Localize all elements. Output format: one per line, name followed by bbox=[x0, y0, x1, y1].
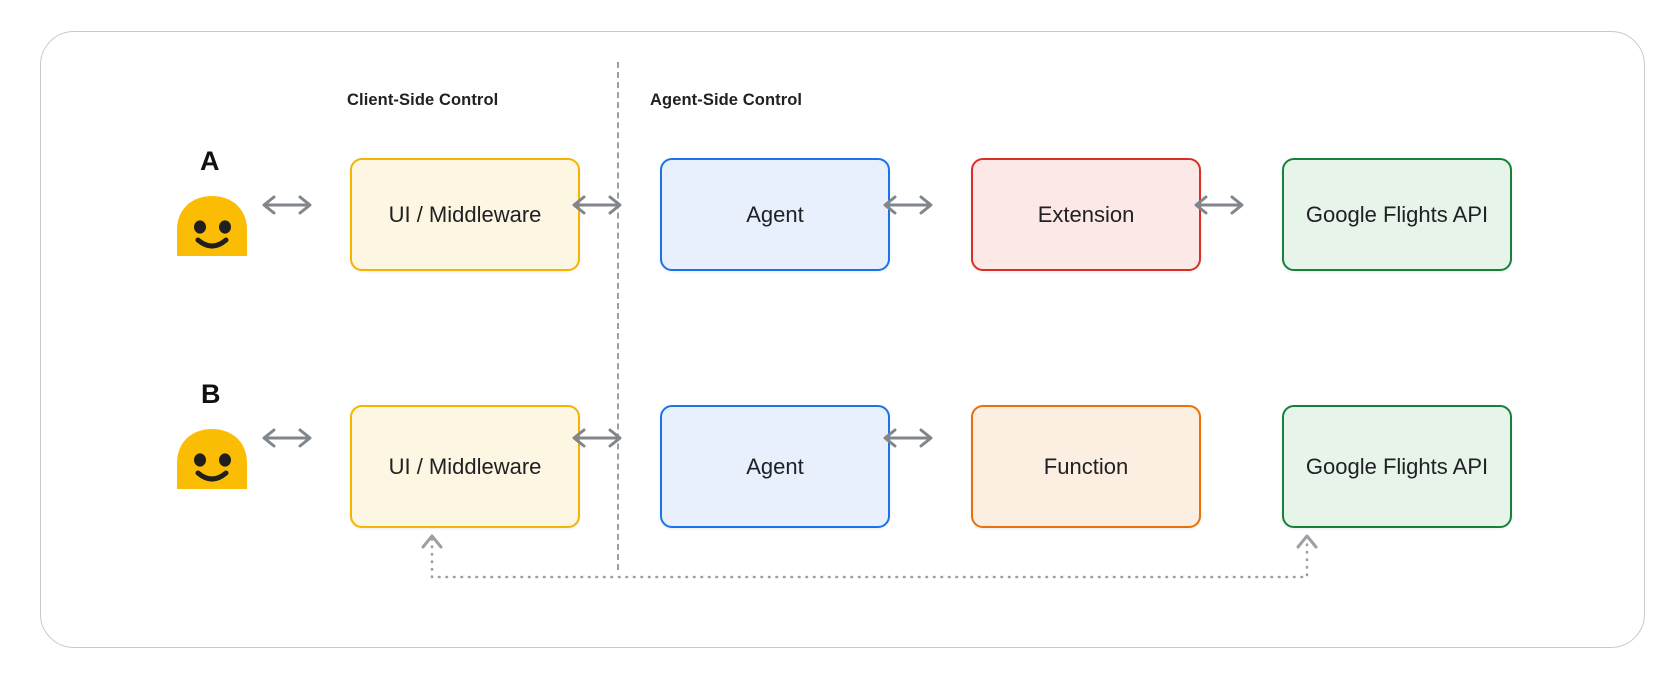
arrow-middleware-to-agent-b bbox=[568, 425, 626, 451]
node-ui-middleware-b[interactable]: UI / Middleware bbox=[350, 405, 580, 528]
user-smiley-icon bbox=[175, 427, 249, 489]
caption-agent-side-control: Agent-Side Control bbox=[650, 91, 803, 109]
arrow-middleware-to-agent-a bbox=[568, 192, 626, 218]
node-agent-a[interactable]: Agent bbox=[660, 158, 890, 271]
row-label-a: A bbox=[200, 146, 220, 176]
callback-dotted-path bbox=[410, 525, 1330, 593]
caption-client-side-control: Client-Side Control bbox=[347, 91, 499, 109]
node-ui-middleware-a[interactable]: UI / Middleware bbox=[350, 158, 580, 271]
diagram-frame bbox=[40, 31, 1645, 648]
row-label-b: B bbox=[201, 379, 221, 409]
arrow-agent-to-extension-a bbox=[879, 192, 937, 218]
node-google-flights-api-b[interactable]: Google Flights API bbox=[1282, 405, 1512, 528]
arrow-user-to-middleware-b bbox=[258, 425, 316, 451]
node-google-flights-api-a[interactable]: Google Flights API bbox=[1282, 158, 1512, 271]
node-extension-a[interactable]: Extension bbox=[971, 158, 1201, 271]
user-smiley-icon bbox=[175, 194, 249, 256]
node-function-b[interactable]: Function bbox=[971, 405, 1201, 528]
control-boundary-divider bbox=[617, 62, 619, 570]
arrow-user-to-middleware-a bbox=[258, 192, 316, 218]
arrow-agent-to-function-b bbox=[879, 425, 937, 451]
node-agent-b[interactable]: Agent bbox=[660, 405, 890, 528]
arrow-extension-to-api-a bbox=[1190, 192, 1248, 218]
